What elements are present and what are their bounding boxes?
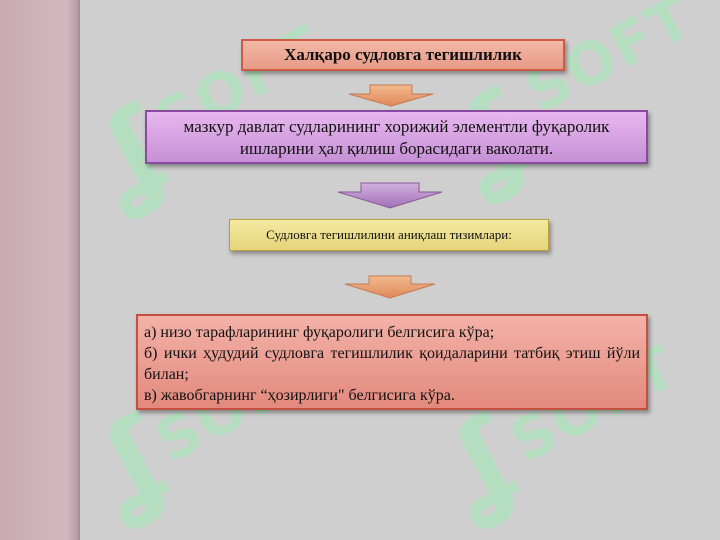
down-arrow-icon (337, 182, 443, 209)
systems-list-box: а) низо тарафларининг фуқаролиги белгиси… (136, 314, 648, 410)
definition-box: мазкур давлат судларининг хорижий элемен… (145, 110, 648, 164)
list-item: б) ички ҳудудий судловга тегишлилик қоид… (144, 345, 640, 383)
title-box: Халқаро судловга тегишлилик (241, 39, 565, 71)
list-item: а) низо тарафларининг фуқаролиги белгиси… (144, 324, 495, 341)
list-item: в) жавобгарнинг “ҳозирлиги" белгисига кў… (144, 387, 455, 404)
systems-label-box: Судловга тегишлилини аниқлаш тизимлари: (229, 219, 549, 251)
down-arrow-icon (348, 84, 434, 107)
left-sidebar-band (0, 0, 80, 540)
down-arrow-icon (344, 275, 436, 299)
